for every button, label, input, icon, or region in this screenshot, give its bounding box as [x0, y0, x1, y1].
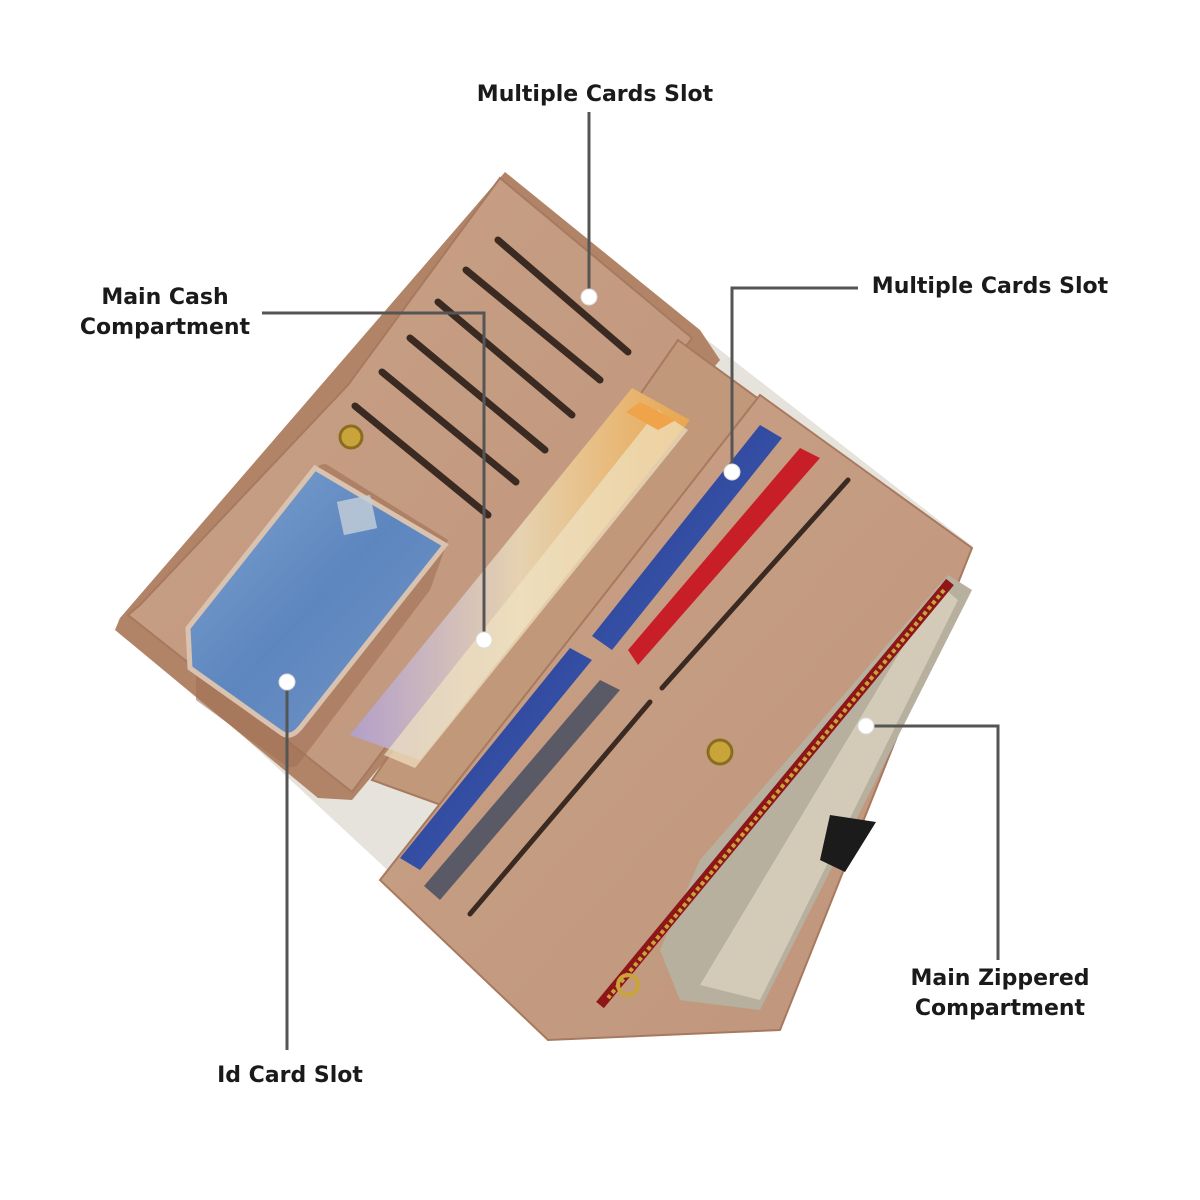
left-card-slots	[351, 236, 632, 519]
callout-text: Main Zippered	[910, 966, 1090, 991]
callout-main-zippered-compartment: Main Zippered Compartment	[880, 964, 1120, 1024]
leader-dots	[278, 288, 875, 735]
callout-main-cash-compartment: Main Cash Compartment	[60, 283, 270, 343]
leader-lines	[262, 112, 1000, 1050]
grey-card	[424, 680, 620, 900]
callout-text: Main Cash	[101, 285, 229, 310]
currency-note-edge	[384, 410, 688, 768]
callout-text: Id Card Slot	[217, 1063, 363, 1088]
callout-multiple-cards-slot-top: Multiple Cards Slot	[440, 80, 750, 110]
dot-id-card	[278, 673, 296, 691]
zipper-tape	[596, 578, 954, 1009]
zipper-compartment	[596, 575, 972, 1010]
zipper-note	[700, 585, 958, 1000]
leader-zipper	[866, 724, 1000, 960]
callout-text: Multiple Cards Slot	[871, 274, 1109, 299]
dot-cash	[475, 631, 493, 649]
id-card-window	[185, 464, 449, 768]
dot-right-cards	[723, 463, 741, 481]
card-slot	[659, 477, 851, 691]
card-slot	[494, 236, 632, 356]
dot-zipper	[857, 717, 875, 735]
callout-id-card-slot: Id Card Slot	[190, 1061, 390, 1091]
callout-text: Multiple Cards Slot	[476, 82, 714, 107]
leader-right-cards	[730, 286, 858, 472]
red-card	[628, 448, 820, 665]
zipper-pull	[616, 973, 640, 997]
note-pattern	[626, 402, 676, 430]
snap-button-right	[706, 738, 734, 766]
right-cards	[400, 425, 820, 900]
callout-text: Compartment	[79, 315, 251, 340]
right-card-slots	[467, 477, 851, 917]
id-card-hologram	[336, 494, 378, 536]
blue-card-lower	[400, 648, 592, 870]
callout-text: Compartment	[914, 996, 1086, 1021]
card-slot	[434, 298, 576, 419]
card-slot	[406, 334, 549, 454]
callout-multiple-cards-slot-right: Multiple Cards Slot	[860, 272, 1120, 302]
card-slot	[462, 266, 604, 384]
card-slot	[378, 368, 520, 486]
card-slot	[351, 402, 492, 519]
blue-card	[592, 425, 782, 650]
zipper-tassel	[820, 815, 876, 872]
card-slot	[467, 699, 653, 917]
id-card	[185, 464, 449, 738]
dot-top-cards	[580, 288, 598, 306]
cash-notes	[350, 388, 690, 768]
snap-button-left	[338, 424, 364, 450]
leader-cash	[262, 311, 486, 640]
